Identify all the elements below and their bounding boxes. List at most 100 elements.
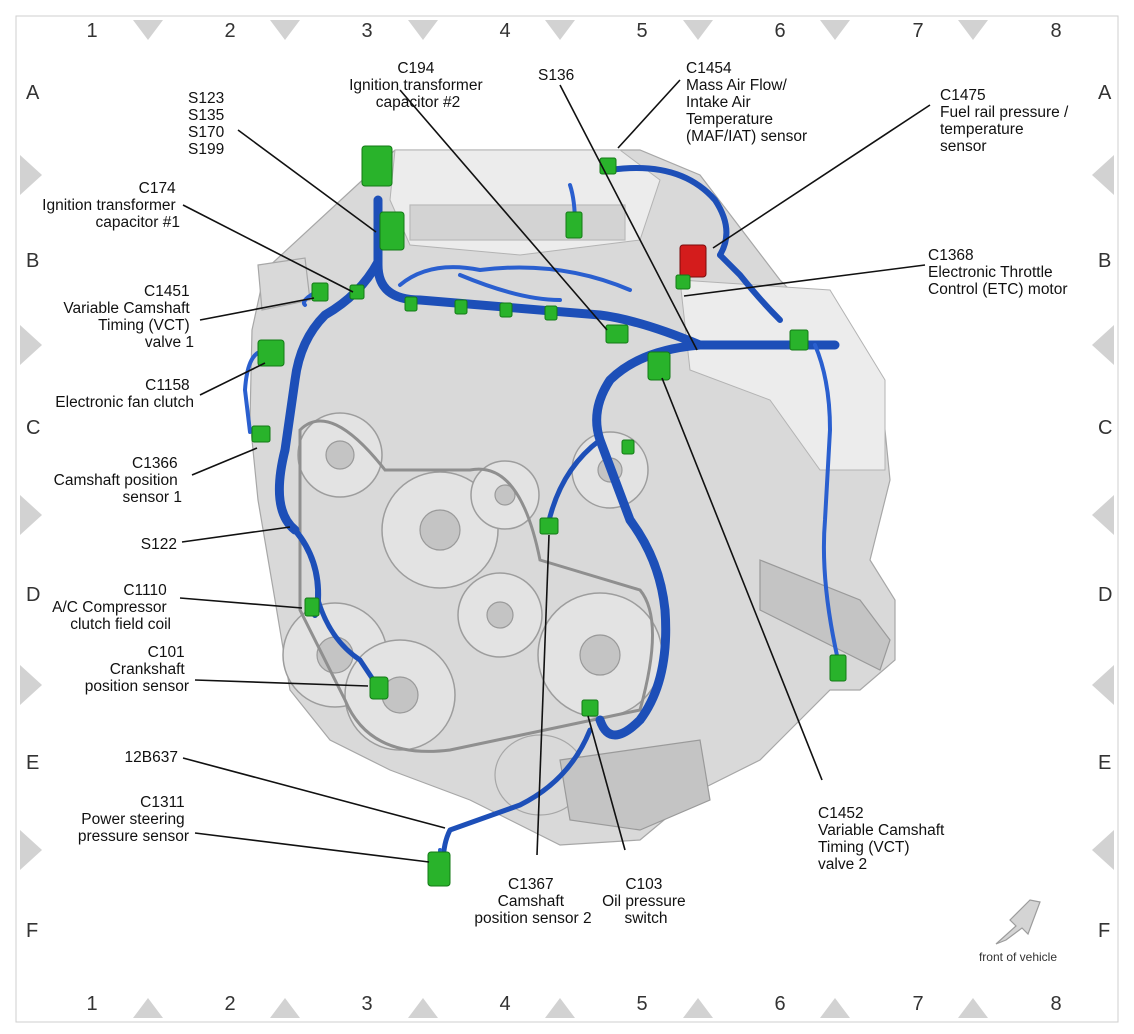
connector-c103-icon — [581, 699, 599, 717]
col-2-top: 2 — [224, 20, 235, 42]
label-c174-line-2: Ignition transformer — [42, 197, 176, 214]
labels: C194 Ignition transformer capacitor #2 S… — [42, 60, 1073, 927]
row-c-left: C — [26, 417, 40, 439]
grid-ticks — [20, 20, 1114, 1018]
label-12b637: 12B637 — [125, 749, 178, 766]
label-c101: C101 Crankshaft position sensor — [85, 644, 189, 695]
connector-c174-upper-icon — [379, 211, 405, 251]
connector-c1110-icon — [304, 597, 320, 617]
connector-right-lower-icon — [829, 654, 847, 682]
label-c1452-line-3: Timing (VCT) — [818, 839, 910, 856]
label-c1366: C1366 Camshaft position sensor 1 — [54, 455, 182, 506]
label-c194-line-3: capacitor #2 — [376, 94, 460, 111]
label-c103: C103 Oil pressure switch — [602, 876, 690, 927]
connector-mid-small-icon — [621, 439, 635, 455]
label-c1158: C1158 Electronic fan clutch — [55, 377, 194, 411]
label-c1475: C1475 Fuel rail pressure / temperature s… — [940, 87, 1073, 155]
connector-top-small-icon — [565, 211, 583, 239]
row-d-left: D — [26, 584, 40, 606]
label-c1454-line-3: Intake Air — [686, 94, 751, 111]
connector-c1367-icon — [539, 517, 559, 535]
connector-c1368-icon — [675, 274, 691, 290]
row-b-left: B — [26, 250, 39, 272]
label-c1452: C1452 Variable Camshaft Timing (VCT) val… — [818, 805, 949, 873]
label-c1110-line-3: clutch field coil — [70, 616, 171, 633]
grid-rows-right: A B C D E F — [1098, 82, 1112, 942]
label-s136: S136 — [538, 67, 574, 84]
row-e-right: E — [1098, 752, 1111, 774]
label-c1367-line-2: Camshaft — [498, 893, 565, 910]
label-c1454-line-2: Mass Air Flow/ — [686, 77, 787, 94]
label-c1475-line-1: C1475 — [940, 87, 986, 104]
label-c1454: C1454 Mass Air Flow/ Intake Air Temperat… — [686, 60, 807, 145]
label-c194: C194 Ignition transformer capacitor #2 — [349, 60, 487, 111]
label-s123-line-3: S170 — [188, 124, 225, 141]
engine-illustration — [249, 149, 896, 846]
connector-c174-icon — [349, 284, 365, 300]
label-c101-line-2: Crankshaft — [110, 661, 186, 678]
label-s123-line-1: S123 — [188, 90, 224, 107]
label-c1110-line-2: A/C Compressor — [52, 599, 167, 616]
label-c1475-line-2: Fuel rail pressure / — [940, 104, 1069, 121]
row-d-right: D — [1098, 584, 1112, 606]
label-c1454-line-1: C1454 — [686, 60, 732, 77]
row-a-right: A — [1098, 82, 1112, 104]
label-c194-line-2: Ignition transformer — [349, 77, 483, 94]
label-c1367: C1367 Camshaft position sensor 2 — [474, 876, 591, 927]
row-c-right: C — [1098, 417, 1112, 439]
label-c1158-line-1: C1158 — [145, 377, 190, 394]
col-8-bottom: 8 — [1050, 993, 1061, 1015]
row-e-left: E — [26, 752, 39, 774]
col-4-top: 4 — [499, 20, 510, 42]
col-5-bottom: 5 — [636, 993, 647, 1015]
connector-c1366-icon — [251, 425, 271, 443]
label-c1311-line-3: pressure sensor — [78, 828, 189, 845]
label-s123: S123 S135 S170 S199 — [188, 90, 229, 158]
col-5-top: 5 — [636, 20, 647, 42]
label-c103-line-3: switch — [624, 910, 667, 927]
label-c1454-line-4: Temperature — [686, 111, 773, 128]
row-a-left: A — [26, 82, 40, 104]
row-b-right: B — [1098, 250, 1111, 272]
grid-columns-top: 1 2 3 4 5 6 7 8 — [86, 20, 1061, 42]
label-c1367-line-3: position sensor 2 — [474, 910, 591, 927]
label-c1368-line-2: Electronic Throttle — [928, 264, 1053, 281]
col-1-bottom: 1 — [86, 993, 97, 1015]
label-c103-line-1: C103 — [625, 876, 662, 893]
col-7-top: 7 — [912, 20, 923, 42]
connector-c1158-icon — [257, 339, 285, 367]
label-c1110: C1110 A/C Compressor clutch field coil — [52, 582, 171, 633]
label-c1366-line-1: C1366 — [132, 455, 178, 472]
col-3-top: 3 — [361, 20, 372, 42]
connector-cop-1-icon — [404, 296, 418, 312]
label-c174-line-1: C174 — [139, 180, 176, 197]
label-c1366-line-3: sensor 1 — [123, 489, 182, 506]
front-of-vehicle-indicator: front of vehicle — [979, 899, 1057, 964]
connector-s123-block-icon — [361, 145, 393, 187]
col-3-bottom: 3 — [361, 993, 372, 1015]
label-c1368-line-3: Control (ETC) motor — [928, 281, 1068, 298]
label-c1452-line-4: valve 2 — [818, 856, 867, 873]
connector-cop-4-icon — [544, 305, 558, 321]
label-c101-line-3: position sensor — [85, 678, 189, 695]
connector-c101-icon — [369, 676, 389, 700]
label-c1451-line-3: Timing (VCT) — [98, 317, 190, 334]
label-c103-line-2: Oil pressure — [602, 893, 686, 910]
label-c1368-line-1: C1368 — [928, 247, 974, 264]
label-c1311-line-2: Power steering — [81, 811, 184, 828]
label-c1452-line-1: C1452 — [818, 805, 864, 822]
label-c101-line-1: C101 — [148, 644, 185, 661]
col-2-bottom: 2 — [224, 993, 235, 1015]
label-c174: C174 Ignition transformer capacitor #1 — [42, 180, 180, 231]
label-c1475-line-3: temperature — [940, 121, 1024, 138]
front-of-vehicle-label: front of vehicle — [979, 950, 1057, 964]
label-s122: S122 — [141, 536, 177, 553]
label-s123-line-4: S199 — [188, 141, 224, 158]
grid-columns-bottom: 1 2 3 4 5 6 7 8 — [86, 993, 1061, 1015]
label-c174-line-3: capacitor #1 — [96, 214, 180, 231]
row-f-right: F — [1098, 920, 1110, 942]
row-f-left: F — [26, 920, 38, 942]
label-c1452-line-2: Variable Camshaft — [818, 822, 945, 839]
label-c194-line-1: C194 — [397, 60, 434, 77]
